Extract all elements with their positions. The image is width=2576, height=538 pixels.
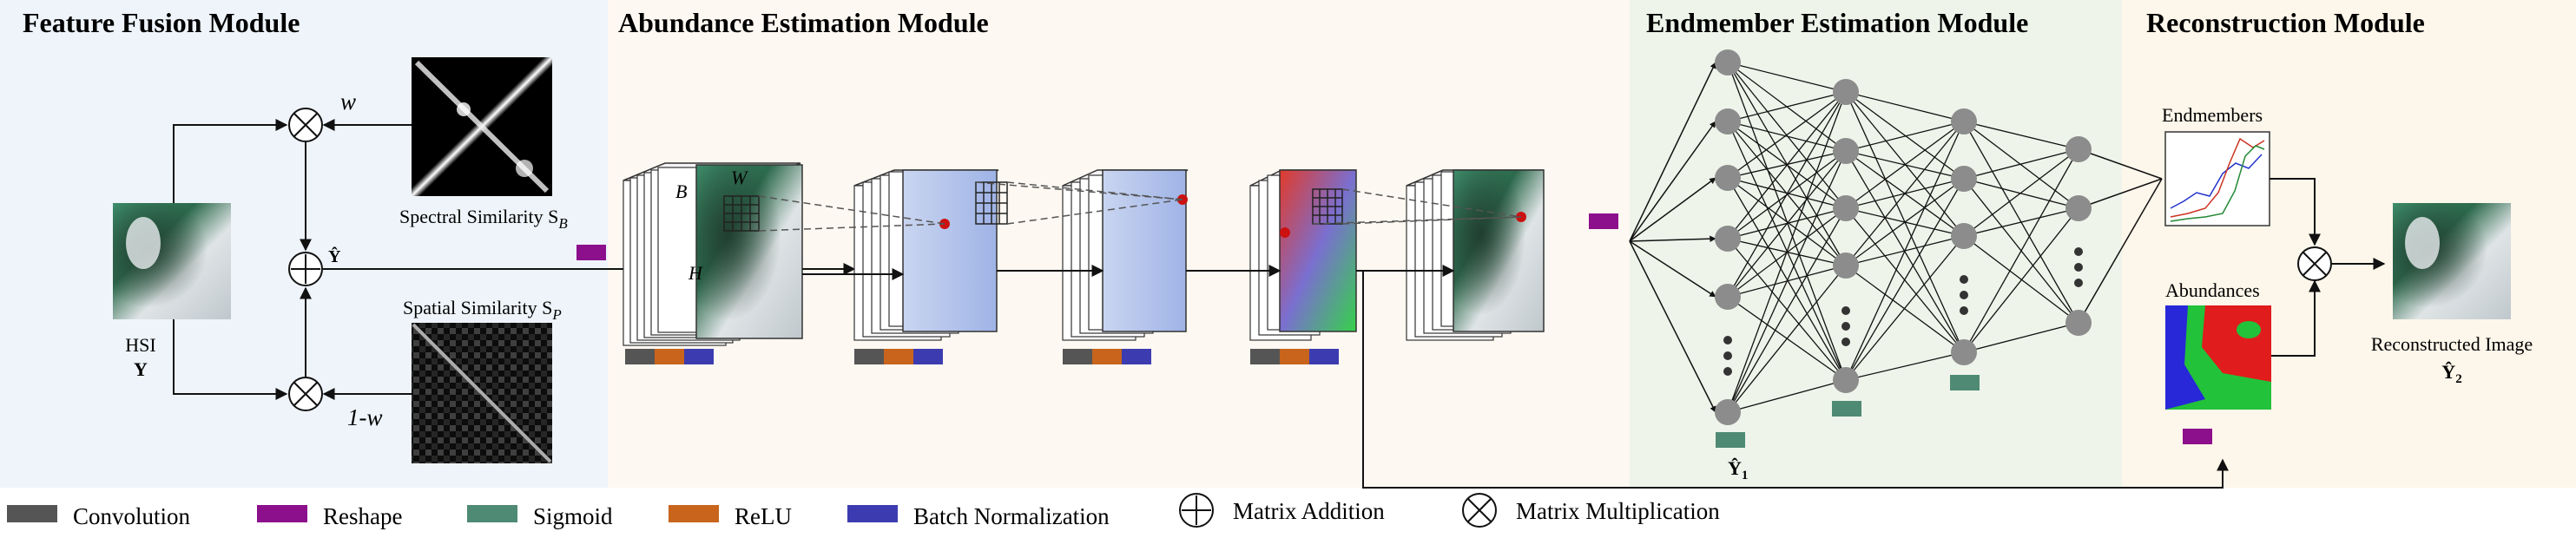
reshape-block-icon [576, 245, 606, 260]
abundance-estimation-title: Abundance Estimation Module [618, 7, 989, 38]
multiply-top-icon [288, 108, 323, 142]
feature-stack-4 [1249, 169, 1357, 341]
reconstructed-image-label: Reconstructed Image [2371, 333, 2533, 355]
endmember-estimation-title: Endmember Estimation Module [1646, 7, 2028, 38]
sigmoid-block-2-icon [1832, 401, 1861, 417]
mlp-node-3-0 [2065, 136, 2092, 162]
mlp-node-1-0 [1833, 79, 1859, 105]
layer-blocks-3 [1063, 349, 1151, 364]
reconstructed-symbol: Ŷ2 [2441, 361, 2461, 386]
spatial-similarity-image [412, 323, 552, 463]
feature-fusion-title: Feature Fusion Module [23, 7, 300, 38]
legend-label-3: ReLU [735, 503, 792, 529]
legend-addition-label: Matrix Addition [1233, 498, 1385, 524]
legend-swatch-3 [669, 505, 719, 522]
dim-b-label: B [675, 180, 687, 202]
mlp-node-2-1 [1951, 166, 1977, 192]
feature-stack-3 [1062, 169, 1189, 341]
multiply-output-icon [2297, 246, 2332, 281]
endmembers-plot [2164, 131, 2270, 226]
dim-w-label: W [731, 167, 748, 188]
mlp-node-0-5 [1715, 399, 1741, 425]
multiply-bottom-icon [288, 377, 323, 411]
weight-label: w [340, 89, 356, 115]
endmembers-label: Endmembers [2162, 104, 2263, 126]
endmember-output-label: Ŷ1 [1728, 457, 1748, 482]
mlp-node-3-1 [2065, 195, 2092, 221]
legend-addition-icon [1179, 493, 1214, 528]
legend-label-1: Reshape [323, 503, 402, 529]
mlp-node-1-1 [1833, 138, 1859, 164]
mlp-node-1-4 [1833, 367, 1859, 393]
legend-multiplication-icon [1462, 493, 1497, 528]
reshape-block-3-icon [2183, 429, 2212, 444]
fused-label: Ŷ [328, 246, 341, 266]
feature-stack-5 [1406, 169, 1545, 341]
legend-swatch-1 [257, 505, 307, 522]
feature-stack-2 [853, 169, 1008, 341]
spectral-similarity-label: Spectral Similarity SB [399, 206, 568, 232]
legend-swatch-4 [847, 505, 898, 522]
legend: Convolution Reshape Sigmoid ReLU Batch Norma… [7, 503, 1110, 529]
hsi-symbol: Y [134, 358, 148, 380]
mlp-node-2-0 [1951, 108, 1977, 134]
legend-label-0: Convolution [73, 503, 191, 529]
abundances-label: Abundances [2165, 279, 2260, 301]
reconstruction-title: Reconstruction Module [2146, 7, 2425, 38]
mlp-network [1629, 49, 2163, 425]
reshape-block-2-icon [1589, 213, 1618, 229]
reconstructed-image [2393, 203, 2511, 319]
spectral-similarity-image [412, 57, 552, 196]
layer-blocks-4 [1250, 349, 1339, 364]
hsi-label: HSI [125, 334, 155, 356]
legend-label-4: Batch Normalization [913, 503, 1110, 529]
layer-blocks-2 [854, 349, 943, 364]
mlp-node-0-3 [1715, 226, 1741, 252]
legend-swatch-2 [467, 505, 517, 522]
feature-stack-1 [623, 162, 803, 346]
mlp-node-0-0 [1715, 49, 1741, 75]
receptive-field-lines [758, 181, 1522, 232]
weight-complement-label: 1-w [347, 404, 383, 430]
mlp-node-0-2 [1715, 165, 1741, 191]
mlp-node-0-1 [1715, 108, 1741, 134]
spatial-similarity-label: Spatial Similarity SP [403, 297, 562, 323]
legend-multiplication-label: Matrix Multiplication [1516, 498, 1720, 524]
mlp-node-1-2 [1833, 195, 1859, 221]
mlp-node-2-2 [1951, 223, 1977, 249]
mlp-node-3-2 [2065, 310, 2092, 336]
legend-swatch-0 [7, 505, 57, 522]
add-icon [288, 252, 323, 286]
layer-blocks-1 [625, 349, 714, 364]
mlp-node-2-3 [1951, 339, 1977, 365]
dim-h-label: H [688, 262, 703, 284]
legend-label-2: Sigmoid [533, 503, 613, 529]
mlp-node-1-3 [1833, 253, 1859, 279]
hsi-input-image [113, 203, 231, 319]
abundances-map [2165, 305, 2271, 410]
mlp-node-0-4 [1715, 284, 1741, 310]
sigmoid-block-1-icon [1716, 432, 1745, 448]
sigmoid-block-3-icon [1950, 375, 1980, 390]
